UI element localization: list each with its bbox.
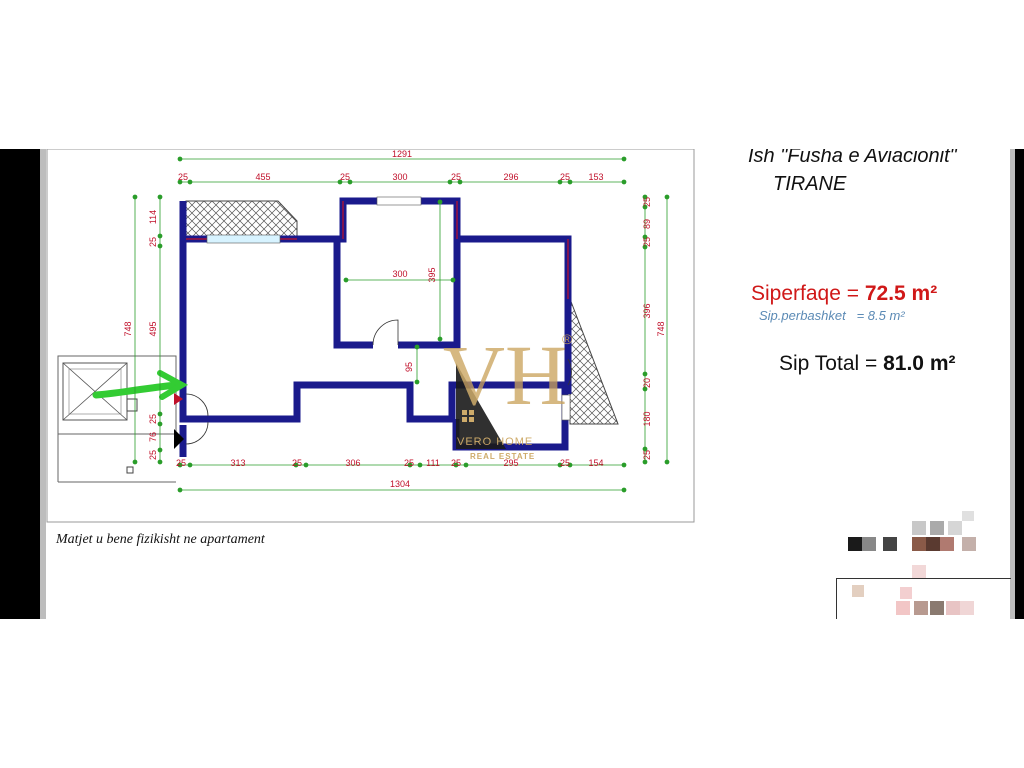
redacted-stamp: [848, 511, 976, 615]
dim-top-seg: 455: [255, 172, 270, 182]
dim-top-seg: 25: [178, 172, 188, 182]
dim-bottom-seg: 154: [588, 458, 603, 468]
measurement-note: Matjet u bene fizikisht ne apartament: [56, 532, 265, 547]
floor-plan-document: 1291 25 455 25 300 25 296 25 153 25 313 …: [0, 149, 1024, 619]
watermark-monogram: VH: [443, 327, 567, 423]
dim-bottom-seg: 25: [292, 458, 302, 468]
dim-right-seg: 25: [642, 450, 652, 460]
shared-area-line: Sip.perbashket = 8.5 m²: [759, 308, 905, 323]
watermark-name: VERO HOME: [457, 436, 533, 448]
dim-top-seg: 25: [560, 172, 570, 182]
entrance-red-marker: [174, 393, 183, 405]
dim-left-seg: 25: [148, 414, 158, 424]
dim-bottom-seg: 25: [404, 458, 414, 468]
area-value: 72.5 m²: [864, 282, 938, 305]
dim-left-seg: 25: [148, 237, 158, 247]
dim-right-seg: 20: [642, 378, 652, 388]
dim-top-seg: 153: [588, 172, 603, 182]
dim-inner-width: 300: [392, 269, 407, 279]
entrance-arrow: [92, 381, 180, 399]
dim-top-seg: 25: [340, 172, 350, 182]
shared-area-label: Sip.perbashket: [759, 308, 846, 323]
door-swings: [185, 319, 572, 445]
dim-right-seg: 180: [642, 411, 652, 426]
dim-bottom-seg: 295: [503, 458, 518, 468]
dim-bottom-seg: 25: [560, 458, 570, 468]
dim-bottom-total: 1304: [390, 479, 410, 489]
dim-left-seg: 76: [148, 432, 158, 442]
address-line-2: TIRANE: [773, 173, 847, 195]
area-label: Siperfaqe =: [751, 282, 865, 305]
watermark-subtitle: REAL ESTATE: [470, 452, 535, 461]
dim-left-seg: 495: [148, 321, 158, 336]
shared-area-value: = 8.5 m²: [856, 308, 905, 323]
dim-bottom-seg: 25: [451, 458, 461, 468]
dim-right-total: 748: [656, 321, 666, 336]
dim-top-total: 1291: [392, 149, 412, 159]
entrance-arrow-head: [157, 370, 189, 400]
dim-top-seg: 300: [392, 172, 407, 182]
dim-bottom-seg: 25: [176, 458, 186, 468]
total-area-label: Sip Total =: [779, 352, 884, 375]
dim-bottom-seg: 306: [345, 458, 360, 468]
watermark-registered: ®: [562, 331, 573, 347]
dim-top-seg: 296: [503, 172, 518, 182]
area-line: Siperfaqe = 72.5 m²: [751, 282, 937, 306]
stamp-frame: [836, 578, 1011, 619]
dim-right-seg: 25: [642, 197, 652, 207]
vero-home-watermark: VH ® VERO HOME REAL ESTATE: [443, 327, 573, 461]
dim-right-seg: 396: [642, 303, 652, 318]
dim-inner-small: 95: [404, 362, 414, 372]
total-area-line: Sip Total = 81.0 m²: [779, 352, 955, 376]
left-black-border: [0, 149, 40, 619]
dim-bottom-seg: 313: [230, 458, 245, 468]
dim-left-seg: 114: [148, 210, 158, 224]
dim-right-seg: 25: [642, 237, 652, 247]
dim-left-total: 748: [123, 321, 133, 336]
dim-top-seg: 25: [451, 172, 461, 182]
right-black-border: [1015, 149, 1024, 619]
right-gray-border: [1010, 149, 1015, 619]
dimension-lines: [132, 156, 670, 493]
dim-right-seg: 89: [642, 219, 652, 229]
entrance-marker: [174, 429, 184, 449]
total-area-value: 81.0 m²: [883, 352, 956, 375]
balcony-top-left: [185, 200, 298, 240]
apartment-walls: [179, 196, 572, 457]
dimension-labels: 1291 25 455 25 300 25 296 25 153 25 313 …: [123, 149, 666, 489]
dim-bottom-seg: 111: [426, 458, 440, 468]
drawing-frame: [46, 149, 695, 523]
dim-inner-height: 395: [427, 267, 437, 282]
dim-left-seg: 25: [148, 450, 158, 460]
address-line-1: Ish "Fusha e Aviacionit": [748, 149, 957, 167]
left-gray-border: [40, 149, 46, 619]
floor-plan-drawing: 1291 25 455 25 300 25 296 25 153 25 313 …: [46, 149, 976, 615]
